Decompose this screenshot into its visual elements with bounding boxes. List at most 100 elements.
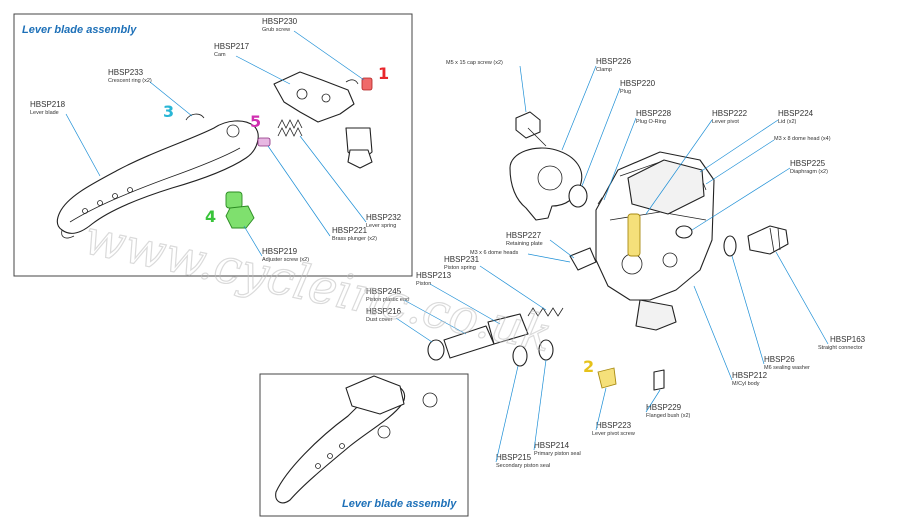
leader-hbsp220 <box>581 87 621 187</box>
leader-hbsp217 <box>235 55 291 85</box>
svg-text:M3 x 6 dome heads: M3 x 6 dome heads <box>470 250 519 256</box>
svg-text:Lid (x2): Lid (x2) <box>778 119 797 125</box>
svg-text:HBSP221: HBSP221 <box>332 226 368 235</box>
bottom-box-title: Lever blade assembly <box>342 498 457 510</box>
leader-hbsp215 <box>495 365 519 463</box>
label-hbsp216: HBSP216 Dust cover <box>366 307 402 323</box>
svg-text:Lever blade: Lever blade <box>30 110 59 116</box>
svg-text:HBSP220: HBSP220 <box>620 79 656 88</box>
label-hbsp221: HBSP221 Brass plunger (x2) <box>332 226 377 242</box>
callout-5: 5 <box>250 112 261 131</box>
leader-m5cap <box>519 65 527 113</box>
callout-1: 1 <box>378 64 389 83</box>
svg-text:Dust cover: Dust cover <box>366 317 392 323</box>
svg-text:M6 sealing washer: M6 sealing washer <box>764 365 810 371</box>
clamp-drawing <box>509 147 583 221</box>
adjuster-screw-drawing <box>225 191 255 229</box>
svg-text:HBSP213: HBSP213 <box>416 271 452 280</box>
leader-hbsp219 <box>243 225 263 257</box>
plunger-knob-drawing <box>347 149 373 169</box>
svg-text:M3 x 8 dome head (x4): M3 x 8 dome head (x4) <box>774 136 831 142</box>
label-hbsp26: HBSP26 M6 sealing washer <box>764 355 810 371</box>
label-hbsp224: HBSP224 Lid (x2) <box>778 109 814 125</box>
svg-text:HBSP224: HBSP224 <box>778 109 814 118</box>
label-hbsp213: HBSP213 Piston <box>416 271 452 287</box>
svg-text:HBSP245: HBSP245 <box>366 287 402 296</box>
svg-text:Secondary piston seal: Secondary piston seal <box>496 463 550 469</box>
cam-drawing <box>273 71 359 123</box>
lever-spring-drawing <box>277 119 303 137</box>
lid-drawing <box>627 159 705 215</box>
plug-drawing <box>568 184 588 208</box>
svg-text:Brass plunger (x2): Brass plunger (x2) <box>332 236 377 242</box>
svg-text:Lever spring: Lever spring <box>366 223 396 229</box>
svg-text:HBSP222: HBSP222 <box>712 109 748 118</box>
svg-text:Flanged bush (x2): Flanged bush (x2) <box>646 413 690 419</box>
sealing-washer-drawing <box>723 235 737 257</box>
svg-text:HBSP231: HBSP231 <box>444 255 480 264</box>
retaining-plate-drawing <box>569 247 597 271</box>
label-hbsp163: HBSP163 Straight connector <box>818 335 866 351</box>
label-hbsp220: HBSP220 Plug <box>620 79 656 95</box>
leader-hbsp231 <box>479 265 547 311</box>
svg-text:HBSP218: HBSP218 <box>30 100 66 109</box>
svg-text:HBSP225: HBSP225 <box>790 159 826 168</box>
leader-hbsp233 <box>149 81 193 117</box>
straight-connector-drawing <box>747 225 789 255</box>
svg-text:Cam: Cam <box>214 52 226 58</box>
label-hbsp222: HBSP222 Lever pivot <box>712 109 748 125</box>
top-box-title: Lever blade assembly <box>22 24 137 36</box>
crescent-ring-drawing <box>185 113 205 121</box>
svg-text:HBSP217: HBSP217 <box>214 42 250 51</box>
leader-hbsp228 <box>603 117 637 201</box>
secondary-seal-drawing <box>512 345 528 367</box>
flanged-bush-drawing <box>653 369 665 391</box>
label-hbsp212: HBSP212 M/Cyl body <box>732 371 768 387</box>
svg-text:Grub screw: Grub screw <box>262 27 290 33</box>
svg-text:Retaining plate: Retaining plate <box>506 241 543 247</box>
svg-text:Adjuster screw (x2): Adjuster screw (x2) <box>262 257 309 263</box>
leader-hbsp26 <box>731 255 765 365</box>
svg-text:HBSP227: HBSP227 <box>506 231 542 240</box>
svg-text:Plug O-Ring: Plug O-Ring <box>636 119 666 125</box>
leader-hbsp223 <box>595 387 607 431</box>
leader-hbsp218 <box>65 113 101 177</box>
lever-pivot-drawing <box>627 213 641 257</box>
grub-screw-drawing <box>361 77 373 91</box>
svg-text:Diaphragm (x2): Diaphragm (x2) <box>790 169 828 175</box>
svg-text:Piston spring: Piston spring <box>444 265 476 271</box>
leader-hbsp212 <box>693 285 733 381</box>
label-hbsp226: HBSP226 Clamp <box>596 57 632 73</box>
leader-hbsp222 <box>645 119 713 215</box>
piston-assembly-drawing <box>427 307 564 361</box>
svg-text:HBSP232: HBSP232 <box>366 213 402 222</box>
label-hbsp230: HBSP230 Grub screw <box>262 17 298 33</box>
svg-text:HBSP214: HBSP214 <box>534 441 570 450</box>
brass-plunger-drawing <box>257 137 271 147</box>
leader-hbsp225 <box>691 167 791 231</box>
lever-blade-drawing <box>56 120 259 239</box>
label-hbsp231: HBSP231 Piston spring <box>444 255 480 271</box>
label-m3dome2: M3 x 6 dome heads <box>470 250 519 256</box>
label-hbsp218: HBSP218 Lever blade <box>30 100 66 116</box>
label-m5cap: M5 x 15 cap screw (x2) <box>446 60 503 66</box>
svg-text:M5 x 15 cap screw (x2): M5 x 15 cap screw (x2) <box>446 60 503 66</box>
leader-hbsp163 <box>775 251 829 345</box>
svg-text:HBSP216: HBSP216 <box>366 307 402 316</box>
label-hbsp225: HBSP225 Diaphragm (x2) <box>790 159 828 175</box>
svg-text:Piston: Piston <box>416 281 431 287</box>
cap-screw-drawing <box>515 111 547 147</box>
leader-hbsp227 <box>549 239 575 259</box>
label-hbsp223: HBSP223 Lever pivot screw <box>592 421 635 437</box>
svg-text:Lever pivot screw: Lever pivot screw <box>592 431 635 437</box>
leader-hbsp216 <box>395 317 433 343</box>
label-hbsp245: HBSP245 Piston plastic end <box>366 287 409 303</box>
leader-hbsp229 <box>645 389 661 413</box>
label-hbsp228: HBSP228 Plug O-Ring <box>636 109 672 125</box>
leader-m3dome <box>705 139 775 185</box>
svg-text:HBSP226: HBSP226 <box>596 57 632 66</box>
leader-hbsp245 <box>403 299 467 335</box>
leader-hbsp213 <box>429 283 501 325</box>
svg-text:Clamp: Clamp <box>596 67 612 73</box>
